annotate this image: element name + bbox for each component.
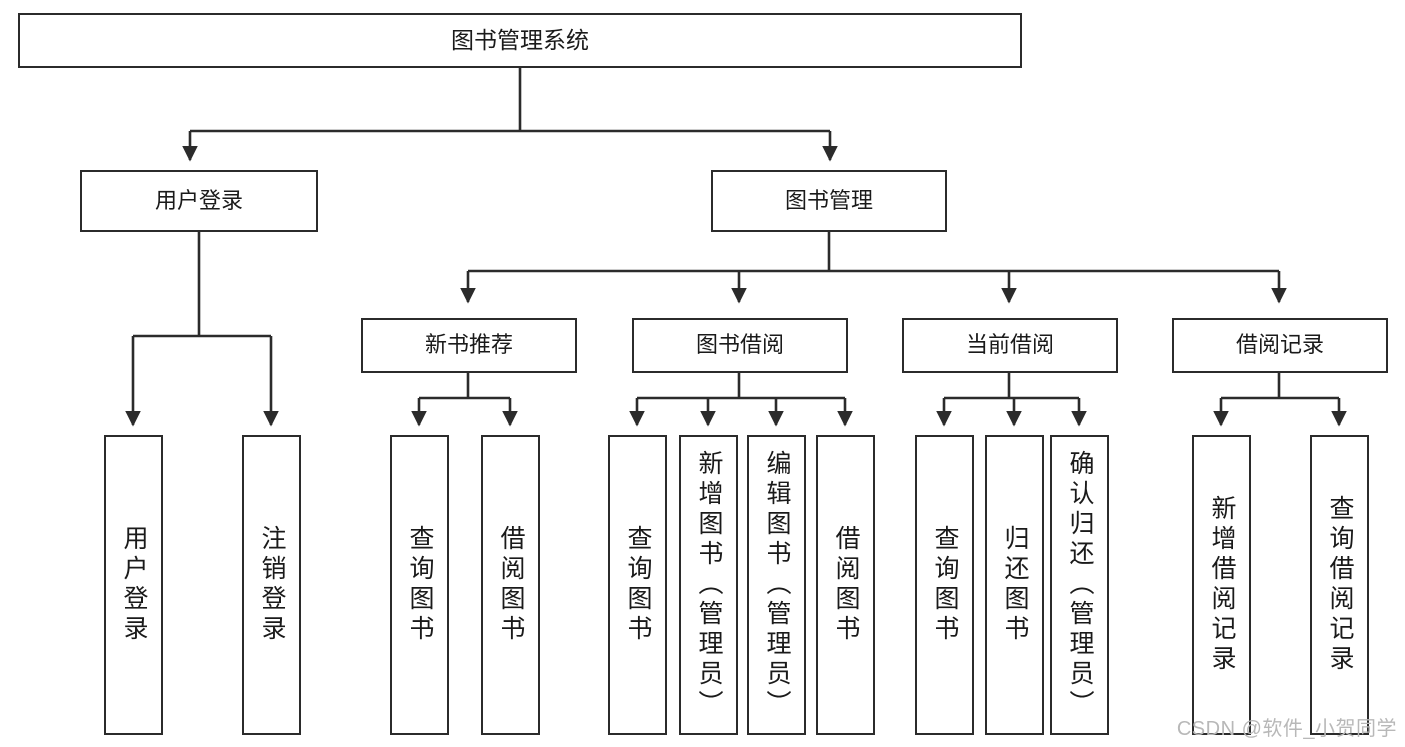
node-label: 确认归还（管理员）: [1066, 450, 1094, 720]
node-label: 用户登录: [120, 525, 148, 645]
node-label: 新书推荐: [424, 332, 513, 358]
leaf-new-book-query-book[interactable]: 查询图书: [390, 435, 449, 735]
node-new-book-recommend[interactable]: 新书推荐: [361, 318, 577, 373]
node-label: 图书借阅: [695, 332, 784, 358]
node-label: 图书管理: [784, 187, 873, 213]
leaf-logout[interactable]: 注销登录: [242, 435, 301, 735]
node-label: 用户登录: [154, 187, 243, 213]
leaf-borrow-add-book-admin[interactable]: 新增图书（管理员）: [679, 435, 738, 735]
node-label: 查询借阅记录: [1326, 495, 1354, 675]
node-label: 查询图书: [624, 525, 652, 645]
node-label: 当前借阅: [965, 332, 1054, 358]
node-book-management-system[interactable]: 图书管理系统: [18, 13, 1022, 68]
leaf-records-add-record[interactable]: 新增借阅记录: [1192, 435, 1251, 735]
node-book-management[interactable]: 图书管理: [711, 170, 947, 232]
node-user-login[interactable]: 用户登录: [80, 170, 318, 232]
node-label: 图书管理系统: [451, 26, 589, 53]
node-current-borrow[interactable]: 当前借阅: [902, 318, 1118, 373]
leaf-records-query-record[interactable]: 查询借阅记录: [1310, 435, 1369, 735]
node-label: 归还图书: [1001, 525, 1029, 645]
node-label: 新增图书（管理员）: [695, 450, 723, 720]
node-book-borrow[interactable]: 图书借阅: [632, 318, 848, 373]
leaf-borrow-query-book[interactable]: 查询图书: [608, 435, 667, 735]
leaf-new-book-borrow-book[interactable]: 借阅图书: [481, 435, 540, 735]
node-label: 借阅图书: [497, 525, 525, 645]
leaf-borrow-borrow-book[interactable]: 借阅图书: [816, 435, 875, 735]
node-label: 借阅记录: [1235, 332, 1324, 358]
node-label: 查询图书: [931, 525, 959, 645]
leaf-borrow-edit-book-admin[interactable]: 编辑图书（管理员）: [747, 435, 806, 735]
leaf-current-confirm-return-admin[interactable]: 确认归还（管理员）: [1050, 435, 1109, 735]
node-label: 查询图书: [406, 525, 434, 645]
leaf-current-query-book[interactable]: 查询图书: [915, 435, 974, 735]
leaf-current-return-book[interactable]: 归还图书: [985, 435, 1044, 735]
node-label: 借阅图书: [832, 525, 860, 645]
leaf-user-login[interactable]: 用户登录: [104, 435, 163, 735]
node-label: 新增借阅记录: [1208, 495, 1236, 675]
node-label: 注销登录: [258, 525, 286, 645]
node-label: 编辑图书（管理员）: [763, 450, 791, 720]
node-borrow-records[interactable]: 借阅记录: [1172, 318, 1388, 373]
